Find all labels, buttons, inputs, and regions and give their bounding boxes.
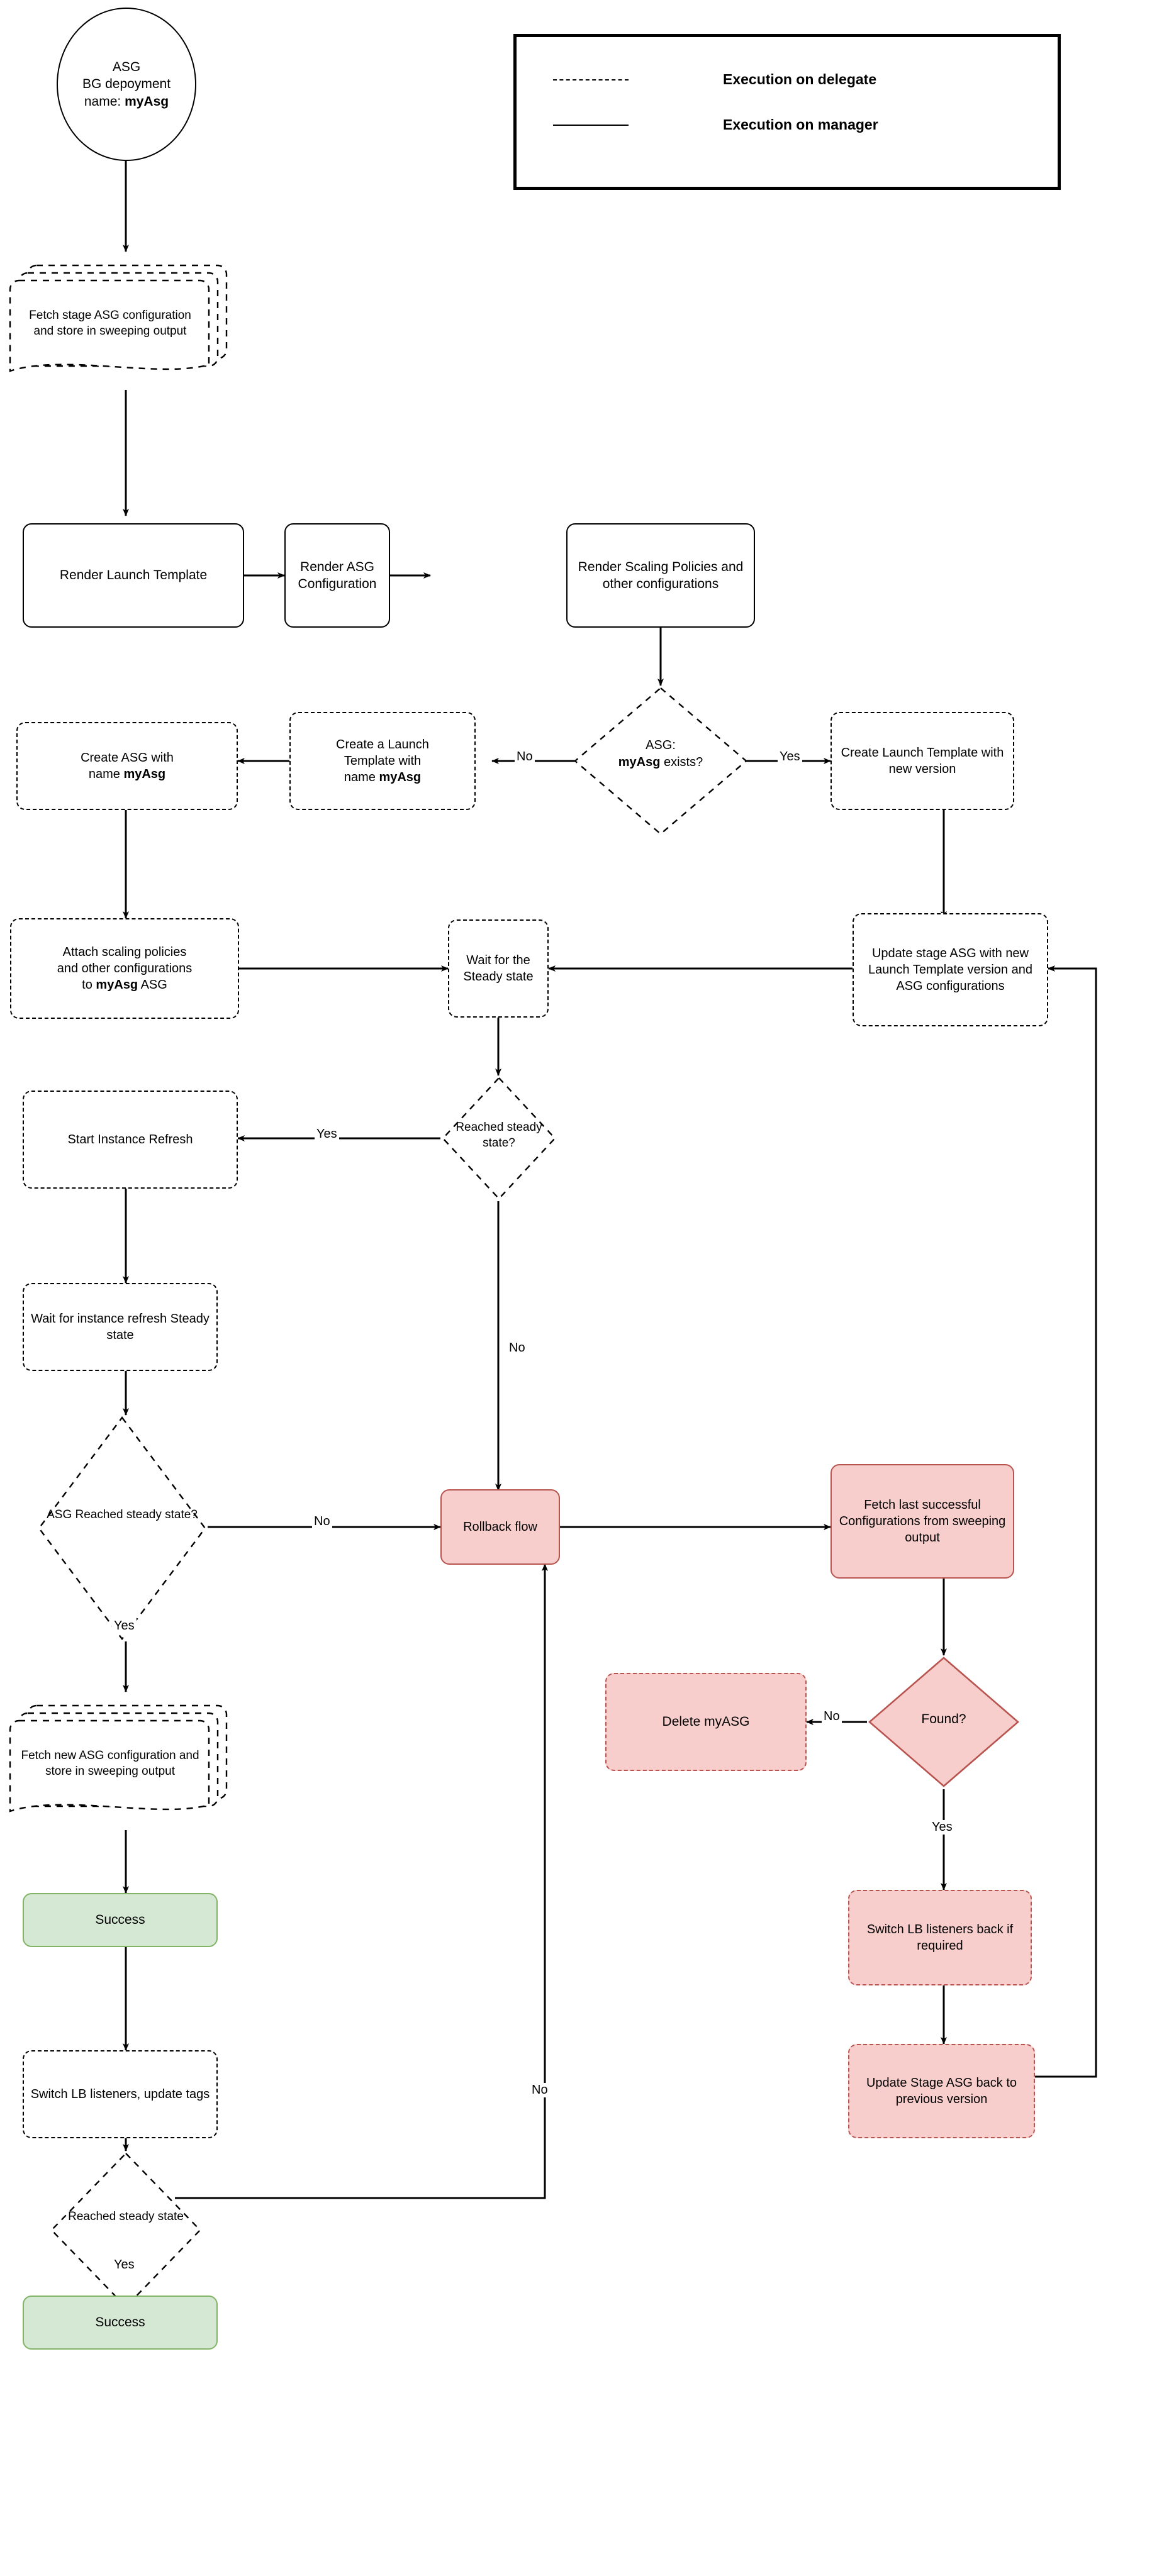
render-launch-template-label: Render Launch Template: [59, 568, 208, 583]
node-update-stage-asg-back[interactable]: Update Stage ASG back to previous versio…: [848, 2044, 1035, 2138]
fetch-new-asg-label: Fetch new ASG configuration and store in…: [21, 1748, 199, 1778]
node-start-instance-refresh[interactable]: Start Instance Refresh: [23, 1091, 238, 1189]
update-stage-asg-back-label: Update Stage ASG back to previous versio…: [866, 2076, 1017, 2106]
fetch-last-successful-label: Fetch last successful Configurations fro…: [839, 1498, 1006, 1545]
node-switch-lb-update-tags[interactable]: Switch LB listeners, update tags: [23, 2050, 218, 2138]
edge-label-asg-exists-no: No: [515, 750, 535, 764]
create-launch-template-new-version-label: Create Launch Template with new version: [841, 746, 1004, 776]
create-launch-line-1: Create a Launch: [336, 738, 429, 752]
legend-label-manager: Execution on manager: [723, 116, 878, 133]
node-render-launch-template[interactable]: Render Launch Template: [23, 523, 244, 628]
delete-myasg-label: Delete myASG: [662, 1714, 750, 1729]
node-found-decision[interactable]: Found?: [867, 1655, 1021, 1789]
diamond-icon: [50, 2152, 201, 2308]
switch-lb-back-label: Switch LB listeners back if required: [866, 1923, 1014, 1953]
node-success-top[interactable]: Success: [23, 1893, 218, 1947]
fetch-stage-asg-label: Fetch stage ASG configuration and store …: [29, 308, 191, 338]
reached-steady-state-label: Reached steady state?: [456, 1121, 542, 1150]
node-fetch-new-asg[interactable]: Fetch new ASG configuration and store in…: [6, 1692, 245, 1830]
update-stage-asg-label: Update stage ASG with new Launch Templat…: [868, 947, 1032, 993]
diamond-icon: [574, 687, 747, 835]
node-render-asg-configuration[interactable]: Render ASG Configuration: [284, 523, 390, 628]
multi-document-icon: [9, 264, 228, 372]
node-create-launch-template-new-version[interactable]: Create Launch Template with new version: [830, 712, 1014, 810]
final-reached-steady-state-label: Reached steady state: [68, 2210, 184, 2223]
edge-label-asg-exists-yes: Yes: [778, 750, 802, 764]
node-final-reached-steady-state-decision[interactable]: Reached steady state: [49, 2151, 203, 2309]
node-wait-for-steady-state[interactable]: Wait for the Steady state: [448, 919, 549, 1018]
node-render-scaling-policies[interactable]: Render Scaling Policies and other config…: [566, 523, 755, 628]
node-asg-reached-steady-state-decision[interactable]: ASG Reached steady state?: [36, 1415, 208, 1641]
render-asg-configuration-label: Render ASG Configuration: [298, 559, 377, 591]
render-scaling-policies-label: Render Scaling Policies and other config…: [578, 559, 744, 591]
node-asg-exists-decision[interactable]: ASG: myAsg exists?: [573, 686, 749, 836]
success-top-label: Success: [95, 1913, 145, 1928]
wait-steady-state-label: Wait for the Steady state: [463, 953, 534, 984]
edge-label-final-reached-no: No: [530, 2083, 550, 2097]
legend-row-delegate: Execution on delegate: [553, 71, 876, 88]
edge-label-final-reached-yes: Yes: [112, 2258, 137, 2272]
execution-legend: Execution on delegate Execution on manag…: [513, 34, 1061, 190]
node-reached-steady-state-decision[interactable]: Reached steady state?: [440, 1075, 557, 1201]
diamond-icon: [868, 1657, 1019, 1787]
success-bottom-label: Success: [95, 2315, 145, 2330]
start-line-2: BG depoyment: [82, 77, 171, 92]
edge-label-found-no: No: [822, 1709, 842, 1724]
node-create-a-launch-template[interactable]: Create a Launch Template with name myAsg: [289, 712, 476, 810]
diamond-icon: [38, 1416, 206, 1640]
start-line-3: name: myAsg: [84, 94, 169, 109]
found-label: Found?: [921, 1712, 966, 1726]
dashed-line-icon: [553, 79, 629, 80]
node-success-bottom[interactable]: Success: [23, 2296, 218, 2350]
wait-instance-refresh-label: Wait for instance refresh Steady state: [31, 1312, 210, 1342]
node-wait-instance-refresh[interactable]: Wait for instance refresh Steady state: [23, 1283, 218, 1371]
node-switch-lb-back[interactable]: Switch LB listeners back if required: [848, 1890, 1032, 1985]
node-update-stage-asg[interactable]: Update stage ASG with new Launch Templat…: [853, 913, 1048, 1026]
node-create-asg-with-name[interactable]: Create ASG with name myAsg: [16, 722, 238, 810]
edge-label-found-yes: Yes: [930, 1820, 954, 1835]
switch-lb-update-tags-label: Switch LB listeners, update tags: [30, 2087, 210, 2101]
rollback-flow-label: Rollback flow: [463, 1520, 537, 1534]
edge-label-asg-reached-yes: Yes: [112, 1619, 137, 1633]
attach-scaling-line-1: Attach scaling policies: [62, 945, 187, 959]
diamond-icon: [442, 1077, 556, 1200]
attach-scaling-line-3: to myAsg ASG: [82, 978, 167, 992]
solid-line-icon: [553, 124, 629, 126]
edge-label-reached-steady-yes: Yes: [315, 1127, 339, 1141]
node-fetch-stage-asg[interactable]: Fetch stage ASG configuration and store …: [6, 252, 245, 387]
create-launch-line-2: Template with: [344, 754, 422, 768]
asg-exists-line-2: myAsg exists?: [618, 755, 703, 769]
edge-label-reached-steady-no: No: [507, 1341, 527, 1355]
start-line-1: ASG: [112, 60, 141, 75]
node-start-asg-bg-deployment[interactable]: ASG BG depoyment name: myAsg: [57, 8, 196, 161]
start-instance-refresh-label: Start Instance Refresh: [67, 1133, 193, 1146]
node-delete-myasg[interactable]: Delete myASG: [605, 1673, 807, 1771]
node-fetch-last-successful[interactable]: Fetch last successful Configurations fro…: [830, 1464, 1014, 1579]
edge-label-asg-reached-no: No: [312, 1514, 332, 1529]
create-asg-line-1: Create ASG with: [81, 751, 174, 765]
create-asg-line-2: name myAsg: [88, 767, 166, 781]
node-attach-scaling-policies[interactable]: Attach scaling policies and other config…: [10, 918, 239, 1019]
legend-row-manager: Execution on manager: [553, 116, 878, 133]
legend-label-delegate: Execution on delegate: [723, 71, 877, 87]
asg-exists-line-1: ASG:: [646, 738, 676, 752]
node-rollback-flow[interactable]: Rollback flow: [440, 1489, 560, 1565]
create-launch-line-3: name myAsg: [344, 770, 422, 784]
multi-document-icon: [9, 1704, 228, 1813]
asg-reached-steady-state-label: ASG Reached steady state?: [47, 1508, 198, 1521]
attach-scaling-line-2: and other configurations: [57, 962, 193, 975]
